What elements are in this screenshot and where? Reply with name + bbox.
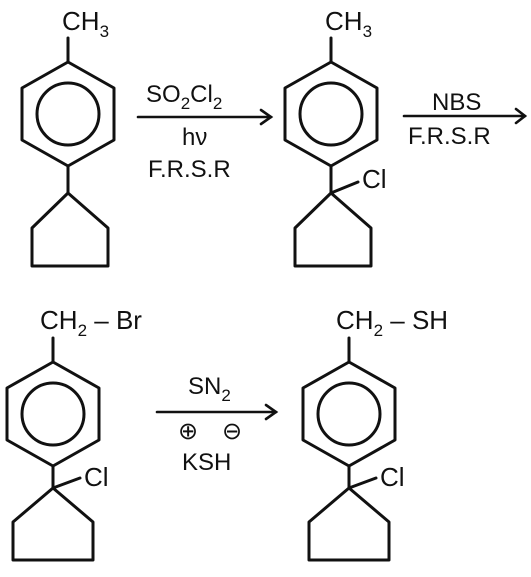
m1-methyl-label: CH3 [62,6,109,41]
r2-arrow-head [514,107,528,125]
m3-aromatic-circle [20,381,86,447]
m3-cl-bond [51,476,82,490]
m4-aromatic-circle [316,381,382,447]
m4-cl-bond [347,476,378,490]
r2-condition-mechanism: F.R.S.R [408,123,491,150]
reaction-arrow-3: SN2 ⊕ ⊖ KSH [155,373,279,476]
reaction-arrow-1: SO2Cl2 hν F.R.S.R [136,81,274,183]
molecule-4-benzyl-thiol: CH2 – SH Cl [301,305,448,562]
r3-positive-charge-icon: ⊕ [178,418,198,445]
m1-aromatic-circle [35,81,101,147]
molecule-1-methylphenyl-cyclopentane: CH3 [20,6,116,268]
r1-condition-mechanism: F.R.S.R [148,156,231,183]
r3-nucleophile-label: KSH [182,449,231,476]
m3-ch2br-label: CH2 – Br [40,305,142,340]
m4-chlorine-label: Cl [380,462,405,492]
r3-arrow-head [264,403,279,421]
m3-cyclopentane-ring [11,486,95,562]
m2-aromatic-circle [298,81,364,147]
molecule-3-benzyl-bromide: CH2 – Br Cl [5,305,142,562]
r1-condition-light: hν [182,124,207,151]
m2-cl-bond [329,180,360,195]
m4-cyclopentane-ring [307,486,391,562]
r2-reagent-label: NBS [432,89,481,116]
m2-methyl-label: CH3 [325,6,372,41]
r1-reagent-label: SO2Cl2 [146,81,222,113]
m2-cyclopentane-ring [293,191,373,268]
r3-reagent-label: SN2 [188,373,231,405]
m2-chlorine-label: Cl [362,164,387,194]
m4-ch2sh-label: CH2 – SH [336,305,448,340]
m1-cyclopentane-ring [30,191,110,268]
molecule-2-chlorinated-product: CH3 Cl [283,6,387,268]
m3-chlorine-label: Cl [84,462,109,492]
reaction-arrow-2: NBS F.R.S.R [402,89,528,150]
r1-arrow-head [259,108,274,126]
r3-negative-charge-icon: ⊖ [222,418,242,445]
